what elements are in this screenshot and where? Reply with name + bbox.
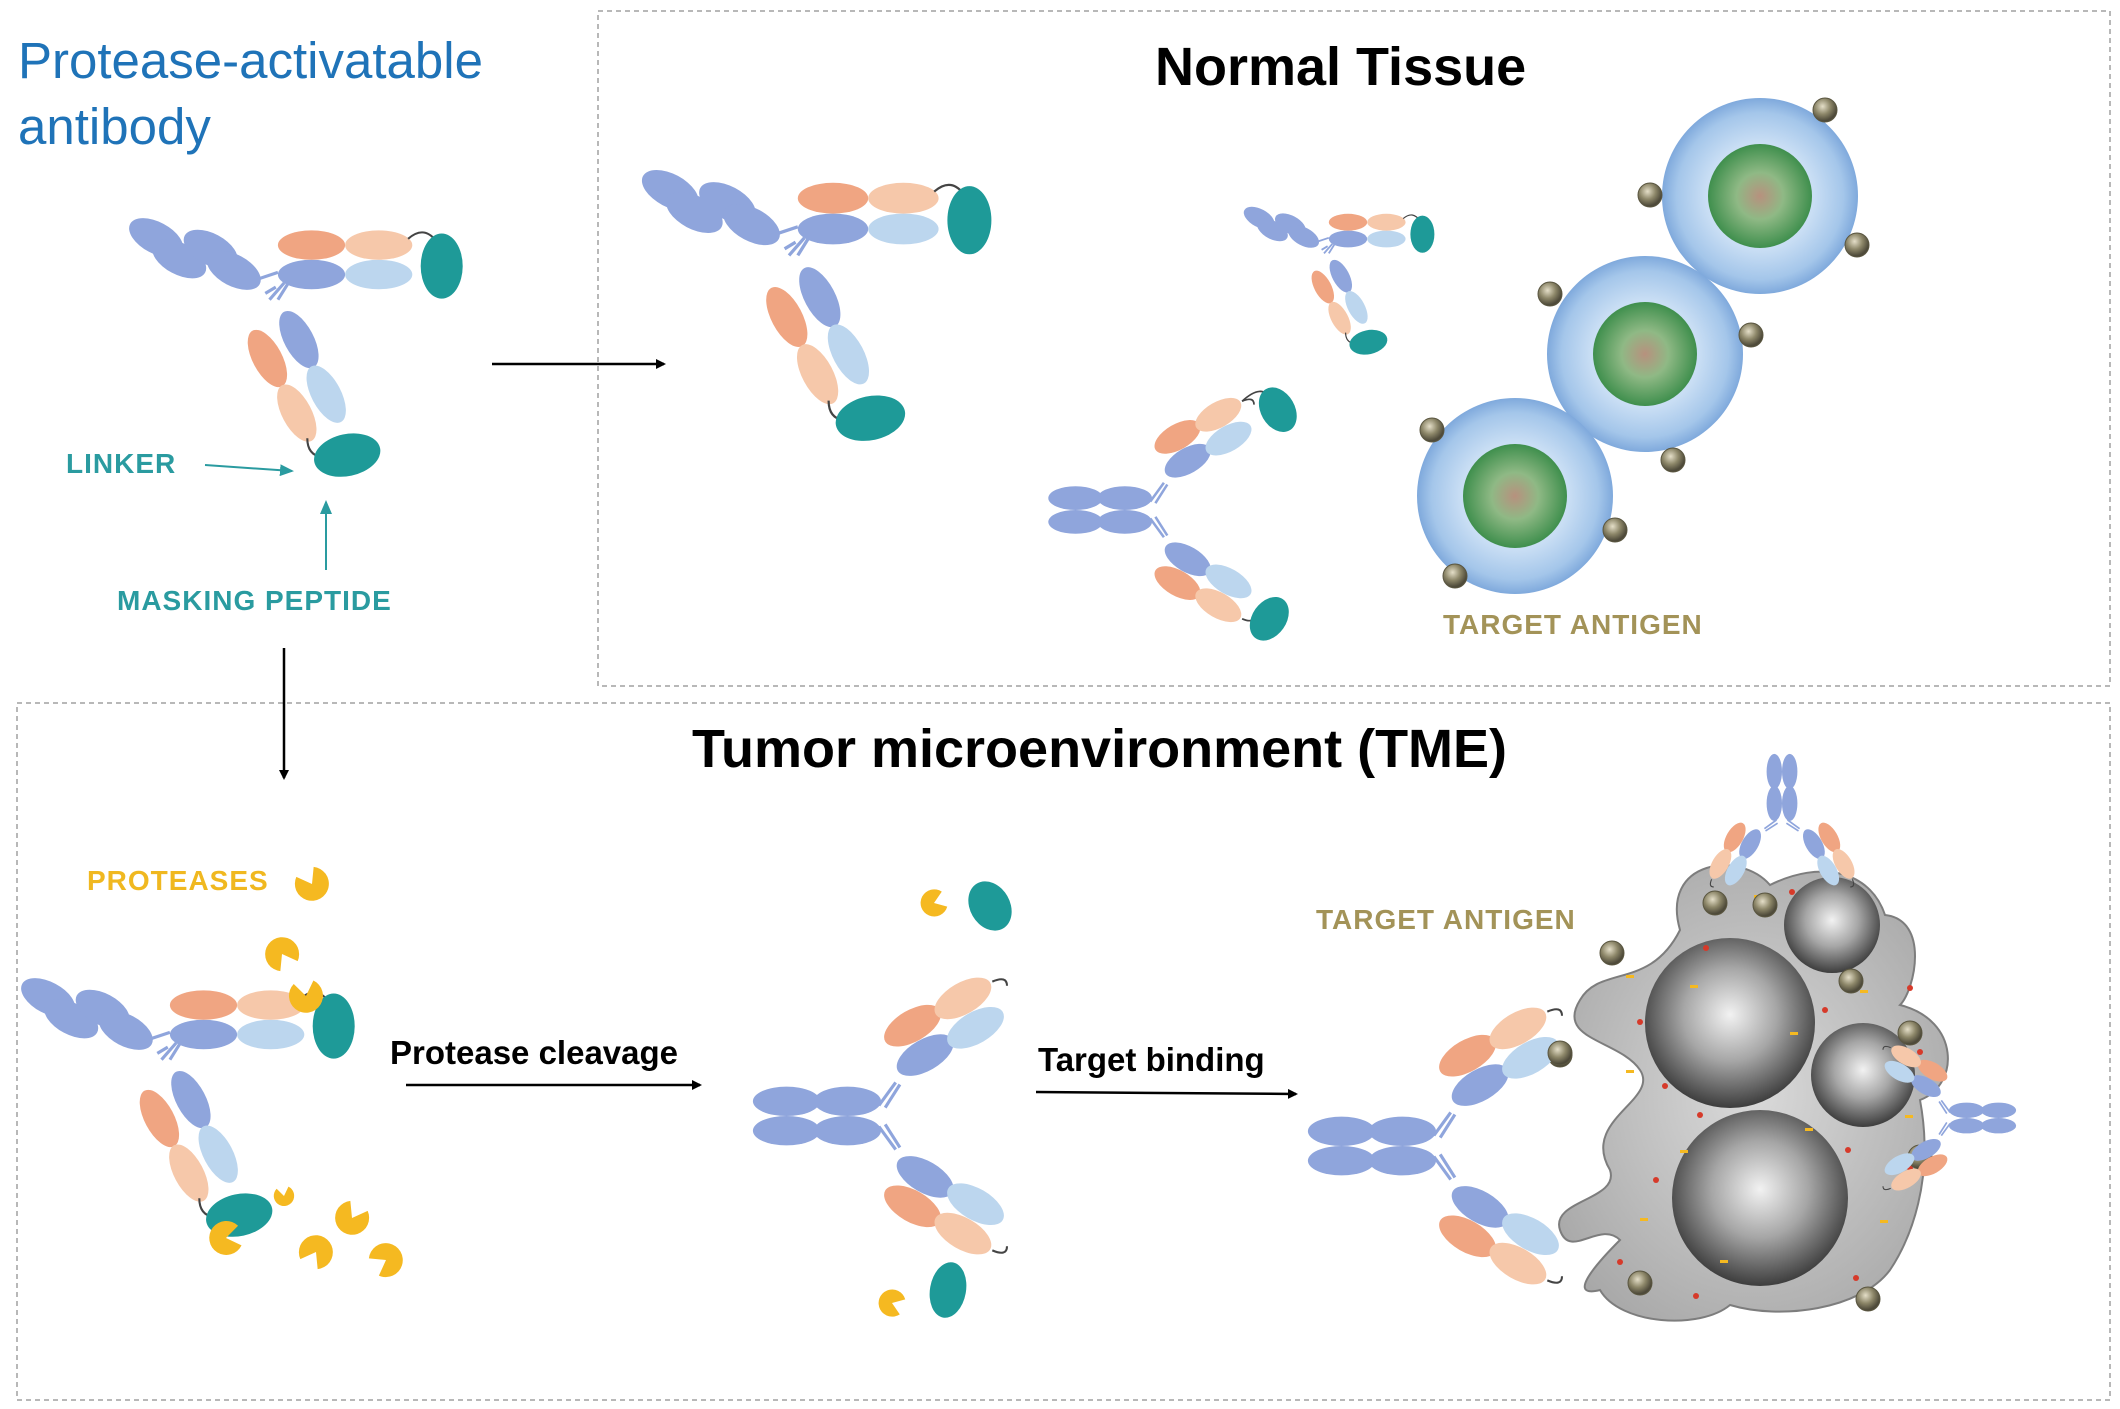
normal-antibody-1 bbox=[633, 159, 994, 449]
tme-title: Tumor microenvironment (TME) bbox=[692, 719, 1508, 779]
linker-arrow bbox=[204, 464, 294, 477]
target-binding-label: Target binding bbox=[1038, 1041, 1265, 1078]
masking-peptide-label: MASKING PEPTIDE bbox=[117, 585, 392, 616]
bound-antibody-top bbox=[1704, 753, 1860, 890]
bound-antibody-large bbox=[1306, 997, 1568, 1295]
target-antigen-label-normal: TARGET ANTIGEN bbox=[1443, 609, 1703, 640]
linker-label: LINKER bbox=[66, 448, 177, 479]
normal-cell-2 bbox=[1547, 256, 1743, 452]
cleaved-mask-upper bbox=[916, 881, 1012, 931]
cleaved-mask-lower bbox=[874, 1262, 967, 1320]
normal-cell-3 bbox=[1417, 398, 1613, 594]
arrow-target-binding bbox=[1035, 1088, 1298, 1099]
normal-cell-1 bbox=[1662, 98, 1858, 294]
normal-antibody-2 bbox=[1239, 201, 1436, 359]
masked-antibody-main bbox=[121, 208, 465, 485]
normal-tissue-title: Normal Tissue bbox=[1155, 37, 1527, 97]
tumor-cluster bbox=[1547, 864, 1949, 1322]
tme-panel bbox=[16, 702, 2111, 1401]
normal-antibody-3 bbox=[1048, 381, 1304, 648]
title-line-2: antibody bbox=[18, 98, 211, 155]
protease-cleavage-label: Protease cleavage bbox=[390, 1034, 679, 1071]
proteases-label: PROTEASES bbox=[87, 865, 269, 896]
unmasked-antibody bbox=[751, 967, 1013, 1265]
title-line-1: Protease-activatable bbox=[18, 32, 483, 89]
normal-tissue-panel bbox=[597, 10, 2111, 687]
target-antigen-label-tme: TARGET ANTIGEN bbox=[1316, 904, 1576, 935]
page-title: Protease-activatable antibody bbox=[18, 28, 483, 160]
